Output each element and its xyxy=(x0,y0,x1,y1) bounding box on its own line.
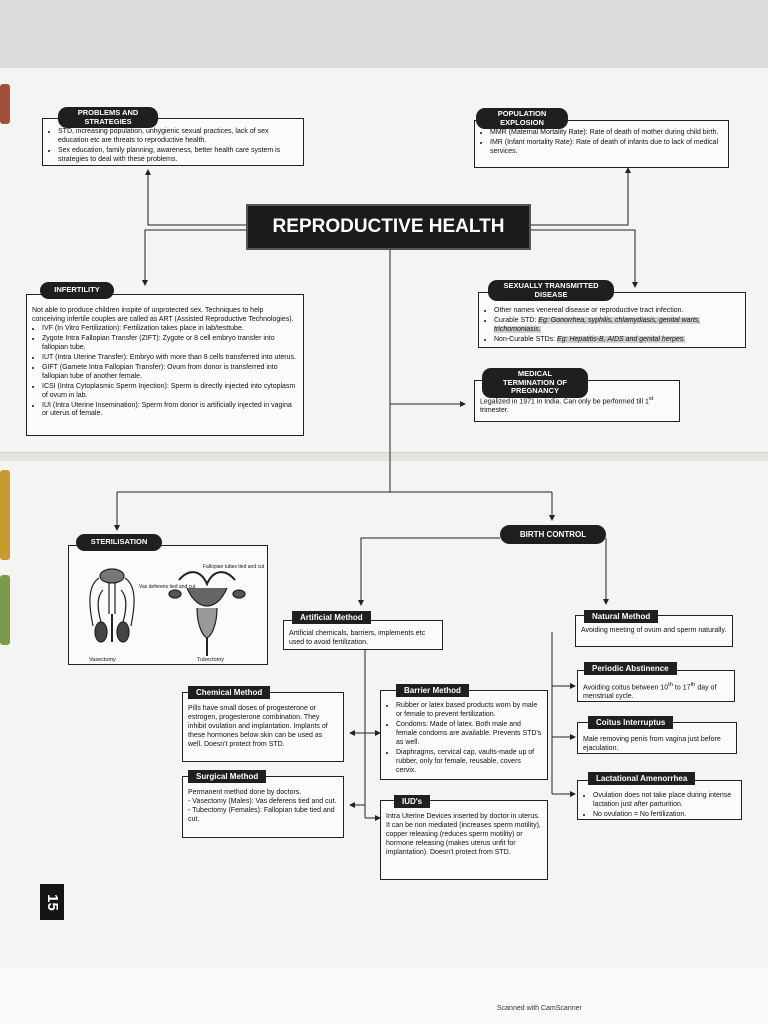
barrier-label: Barrier Method xyxy=(396,684,469,697)
sterilisation-box: Vas deferens tied and cut Fallopian tube… xyxy=(68,545,268,665)
mtp-text-end: trimester. xyxy=(480,407,509,415)
chemical-label: Chemical Method xyxy=(188,686,271,699)
std-item: Other names venereal disease or reproduc… xyxy=(494,307,740,316)
title-box: REPRODUCTIVE HEALTH xyxy=(246,204,531,250)
edge-decoration xyxy=(0,470,10,560)
vasectomy-caption: Vasectomy xyxy=(89,657,116,663)
mtp-text: Legalized in 1971 in India. Can only be … xyxy=(480,398,649,406)
page-number-badge: 15 xyxy=(40,884,64,920)
iud-box: Intra Uterine Devices inserted by doctor… xyxy=(380,800,548,880)
problems-item: STD, increasing population, unhygienic s… xyxy=(58,128,298,146)
edge-decoration xyxy=(0,575,10,645)
mtp-sup: st xyxy=(648,396,654,402)
iud-text: Intra Uterine Devices inserted by doctor… xyxy=(386,813,541,856)
natural-text: Avoiding meeting of ovum and sperm natur… xyxy=(581,627,727,634)
sterilisation-label: STERILISATION xyxy=(76,534,162,551)
infertility-item: Zygote Intra Fallopian Transfer (ZIFT): … xyxy=(42,335,298,353)
surgical-line: Permanent method done by doctors. xyxy=(188,789,302,796)
problems-label: PROBLEMS AND STRATEGIES xyxy=(58,107,158,129)
periodic-text: Avoiding coitus between 10 xyxy=(583,684,669,692)
bottom-margin xyxy=(0,968,768,1024)
population-label: POPULATION EXPLOSION xyxy=(476,108,568,130)
tubectomy-caption: Tubectomy xyxy=(197,657,224,663)
iud-label: IUD's xyxy=(394,795,431,808)
natural-label: Natural Method xyxy=(584,610,659,623)
surgical-line: - Vasectomy (Males): Vas deferens tied a… xyxy=(188,797,337,805)
population-item: MMR (Maternal Mortality Rate): Rate of d… xyxy=(490,129,723,138)
barrier-item: Diaphragms, cervical cap, vaults-made up… xyxy=(396,749,542,776)
page-number: 15 xyxy=(43,893,61,911)
sterilisation-illustration: Vas deferens tied and cut Fallopian tube… xyxy=(89,564,265,663)
std-label: SEXUALLY TRANSMITTED DISEASE xyxy=(488,280,614,302)
barrier-item: Condoms: Made of latex. Both male and fe… xyxy=(396,721,542,748)
lactational-box: Ovulation does not take place during int… xyxy=(577,780,742,820)
lactational-label: Lactational Amenorrhea xyxy=(588,772,696,785)
page-title: REPRODUCTIVE HEALTH xyxy=(272,216,505,237)
barrier-item: Rubber or latex based products worn by m… xyxy=(396,702,542,720)
barrier-box: Rubber or latex based products worn by m… xyxy=(380,690,548,780)
periodic-sup: th xyxy=(668,682,673,688)
fallopian-label: Fallopian tubes tied and cut xyxy=(203,564,265,570)
population-item: IMR (Infant mortality Rate): Rate of dea… xyxy=(490,139,723,157)
std-box: Other names venereal disease or reproduc… xyxy=(478,292,746,348)
infertility-item: IUI (Intra Uterine Insemination): Sperm … xyxy=(42,402,298,420)
surgical-label: Surgical Method xyxy=(188,770,267,783)
chemical-box: Pills have small doses of progesterone o… xyxy=(182,692,344,762)
std-noncurable-prefix: Non-Curable STDs: xyxy=(494,335,558,343)
std-noncurable-examples: Eg: Hepatitis-B, AIDS and genital herpes… xyxy=(557,335,686,343)
std-item: Non-Curable STDs: Eg: Hepatitis-B, AIDS … xyxy=(494,335,740,345)
lactational-item: Ovulation does not take place during int… xyxy=(593,792,736,810)
surgical-line: - Tubectomy (Females): Fallopian tube ti… xyxy=(188,806,335,823)
infertility-intro: Not able to produce children inspite of … xyxy=(32,307,294,323)
birth-control-label: BIRTH CONTROL xyxy=(500,525,606,545)
problems-item: Sex education, family planning, awarenes… xyxy=(58,147,298,165)
infertility-box: Not able to produce children inspite of … xyxy=(26,294,304,436)
periodic-label: Periodic Abstinence xyxy=(584,662,677,675)
mtp-label: MEDICAL TERMINATION OF PREGNANCY xyxy=(482,368,588,398)
periodic-sup: th xyxy=(690,682,696,688)
page-fold xyxy=(0,452,768,461)
infertility-item: GIFT (Gamete Intra Fallopian Transfer): … xyxy=(42,364,298,382)
problems-box: STD, increasing population, unhygienic s… xyxy=(42,118,304,166)
std-item: Curable STD: Eg: Gonorrhea, syphilis, ch… xyxy=(494,316,740,335)
lactational-item: No ovulation = No fertilization. xyxy=(593,811,736,820)
infertility-item: IUT (Intra Uterine Transfer): Embryo wit… xyxy=(42,354,298,363)
edge-decoration xyxy=(0,84,10,124)
artificial-box: Artificial chemicals, barriers, implemen… xyxy=(283,620,443,650)
vas-label: Vas deferens tied and cut xyxy=(139,584,196,590)
surgical-box: Permanent method done by doctors. - Vase… xyxy=(182,776,344,838)
artificial-text: Artificial chemicals, barriers, implemen… xyxy=(289,630,426,646)
chemical-text: Pills have small doses of progesterone o… xyxy=(188,705,328,748)
infertility-item: IVF (In Vitro Fertilization): Fertilizat… xyxy=(42,325,298,334)
std-curable-prefix: Curable STD: xyxy=(494,316,539,324)
periodic-text-end: day of menstrual cycle. xyxy=(583,684,717,701)
periodic-text-mid: to 17 xyxy=(672,684,691,692)
scanner-footer: Scanned with CamScanner xyxy=(497,1005,582,1012)
coitus-label: Coitus Interruptus xyxy=(588,716,674,729)
coitus-text: Male removing penis from vagina just bef… xyxy=(583,736,721,752)
infertility-item: ICSI (Intra Cytoplasmic Sperm Injection)… xyxy=(42,383,298,401)
infertility-label: INFERTILITY xyxy=(40,282,114,299)
artificial-label: Artificial Method xyxy=(292,611,371,624)
